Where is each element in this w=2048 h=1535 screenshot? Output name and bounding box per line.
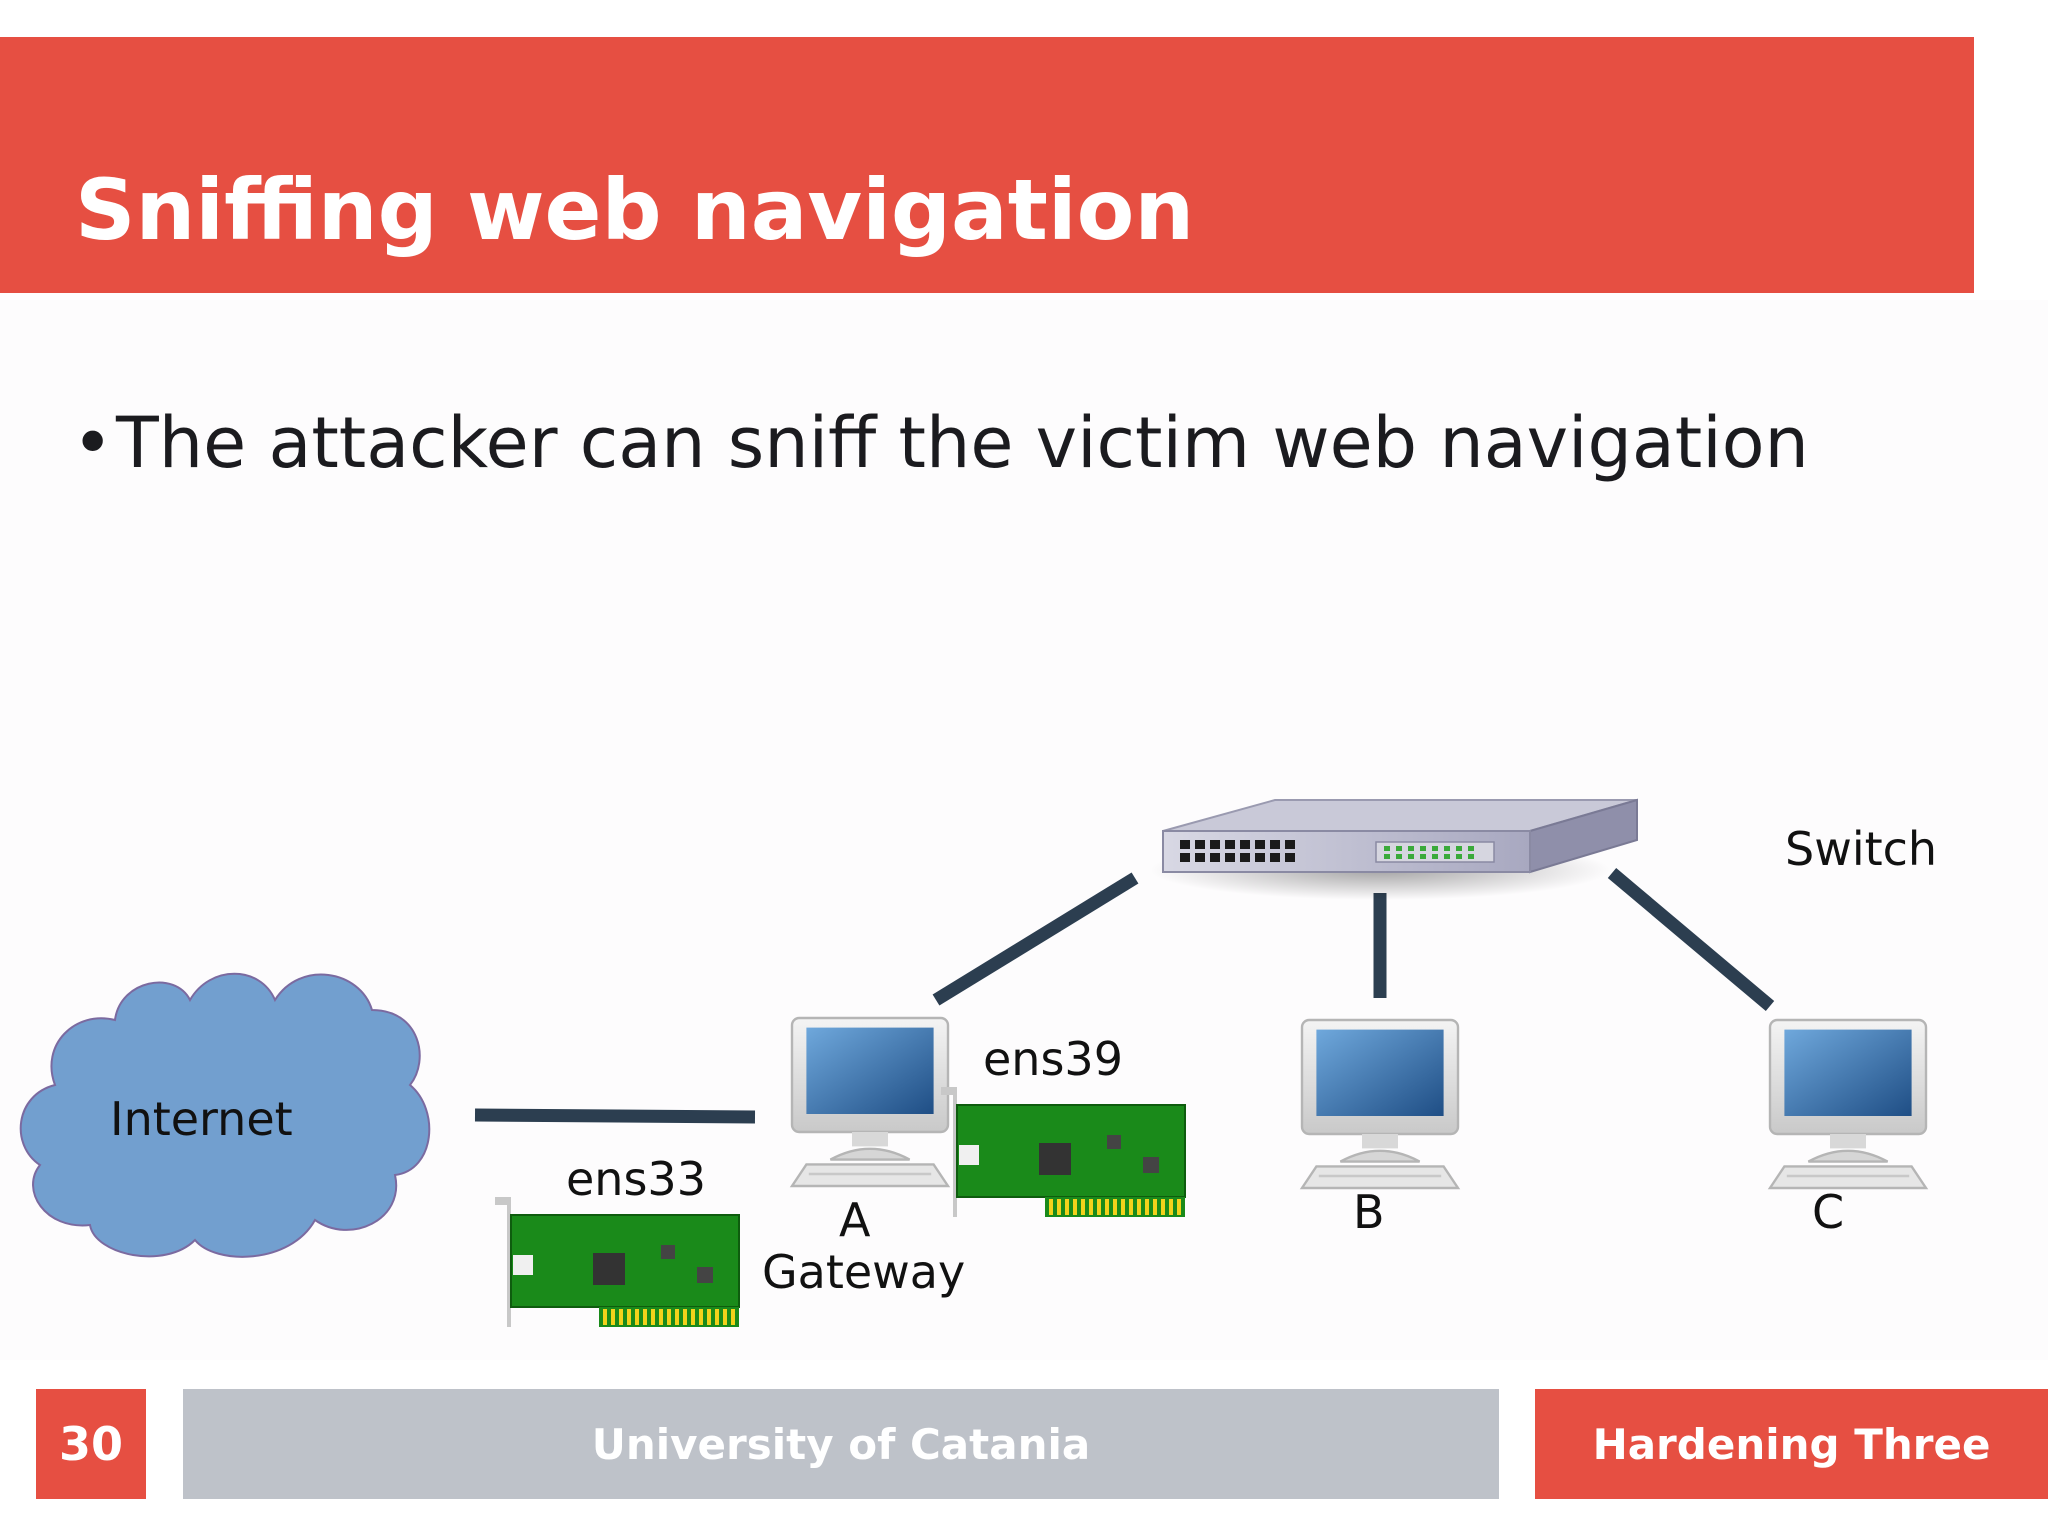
label-internet: Internet: [110, 1092, 293, 1146]
network-card-right-icon: [940, 1086, 1186, 1218]
label-nic-right: ens39: [983, 1032, 1123, 1086]
footer-course: Hardening Three: [1535, 1389, 2048, 1499]
label-host-b: B: [1353, 1185, 1385, 1239]
link-internet-gateway: [474, 1108, 756, 1124]
title-bar: [0, 37, 1974, 293]
label-nic-left: ens33: [566, 1152, 706, 1206]
cloud-icon: [19, 972, 431, 1258]
page-number: 30: [36, 1389, 146, 1499]
link-switch-c: [1607, 868, 1775, 1011]
network-card-left-icon: [494, 1196, 740, 1328]
computer-a-icon: [790, 1016, 950, 1188]
label-host-a: A: [839, 1193, 871, 1247]
label-switch: Switch: [1785, 822, 1938, 876]
label-host-a-role: Gateway: [762, 1245, 966, 1299]
slide-title: Sniffing web navigation: [75, 161, 1195, 259]
label-host-c: C: [1812, 1185, 1845, 1239]
bullet-dot-icon: •: [72, 402, 114, 484]
switch-icon: [1150, 798, 1638, 900]
footer-institution: University of Catania: [183, 1389, 1499, 1499]
computer-c-icon: [1768, 1018, 1928, 1190]
bullet-text: The attacker can sniff the victim web na…: [116, 402, 1809, 484]
computer-b-icon: [1300, 1018, 1460, 1190]
bullet-item: •The attacker can sniff the victim web n…: [72, 398, 1809, 488]
link-switch-a: [932, 872, 1139, 1006]
